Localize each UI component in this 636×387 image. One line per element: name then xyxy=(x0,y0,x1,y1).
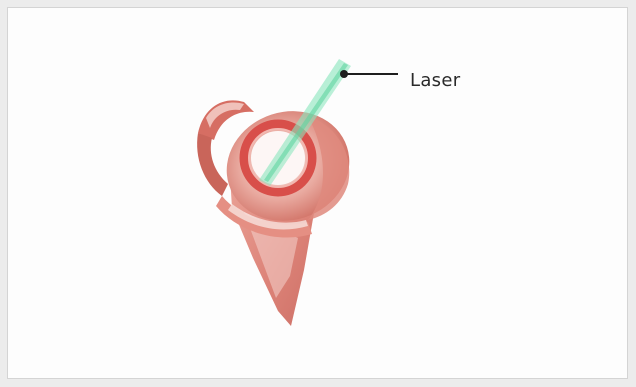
left-flap-shape xyxy=(197,133,228,196)
figure-frame: Laser xyxy=(7,7,628,379)
laser-label: Laser xyxy=(410,70,460,92)
eye-laser-diagram xyxy=(8,8,628,379)
